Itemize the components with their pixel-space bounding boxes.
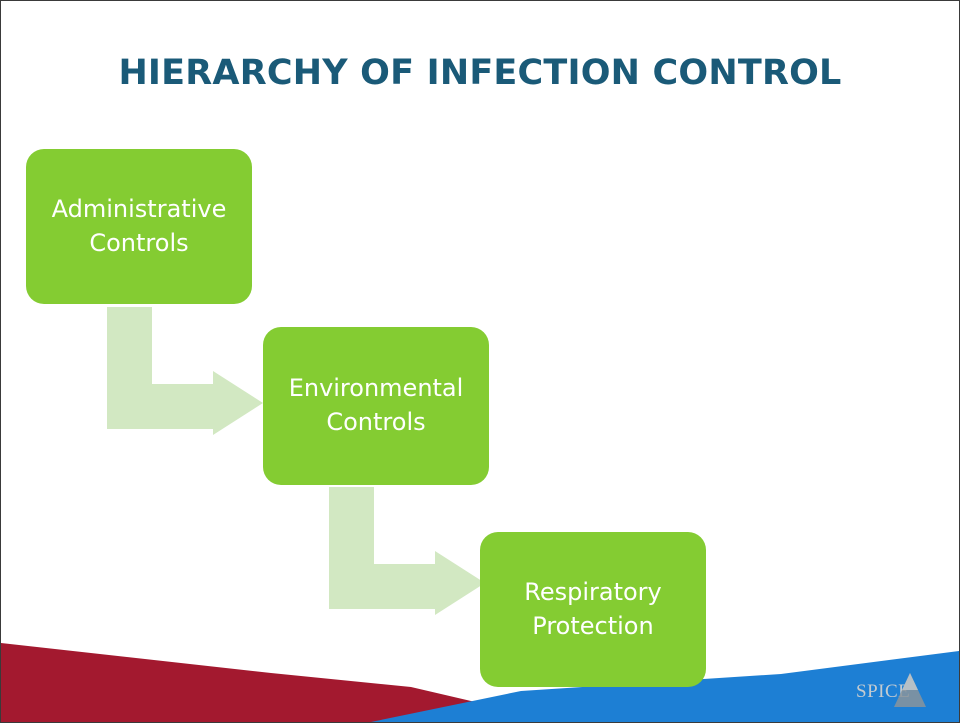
arrow-2 bbox=[329, 487, 485, 615]
footer-red-band bbox=[1, 643, 561, 722]
arrow-1 bbox=[107, 307, 263, 435]
step-3-line-1: Respiratory bbox=[524, 577, 662, 606]
step-respiratory-protection: Respiratory Protection bbox=[480, 532, 706, 687]
slide-title: HIERARCHY OF INFECTION CONTROL bbox=[118, 53, 842, 93]
spice-logo-text: SPICE bbox=[856, 681, 911, 702]
step-administrative-controls: Administrative Controls bbox=[26, 149, 252, 304]
spice-logo: SPICE bbox=[850, 665, 930, 715]
step-3-line-2: Protection bbox=[532, 611, 654, 640]
step-environmental-controls: Environmental Controls bbox=[263, 327, 489, 485]
step-2-line-2: Controls bbox=[326, 408, 426, 436]
step-1-line-1: Administrative bbox=[51, 194, 227, 223]
spice-logo-mark-icon bbox=[894, 673, 926, 707]
step-1-line-2: Controls bbox=[89, 228, 189, 257]
step-2-line-1: Environmental bbox=[288, 374, 464, 403]
